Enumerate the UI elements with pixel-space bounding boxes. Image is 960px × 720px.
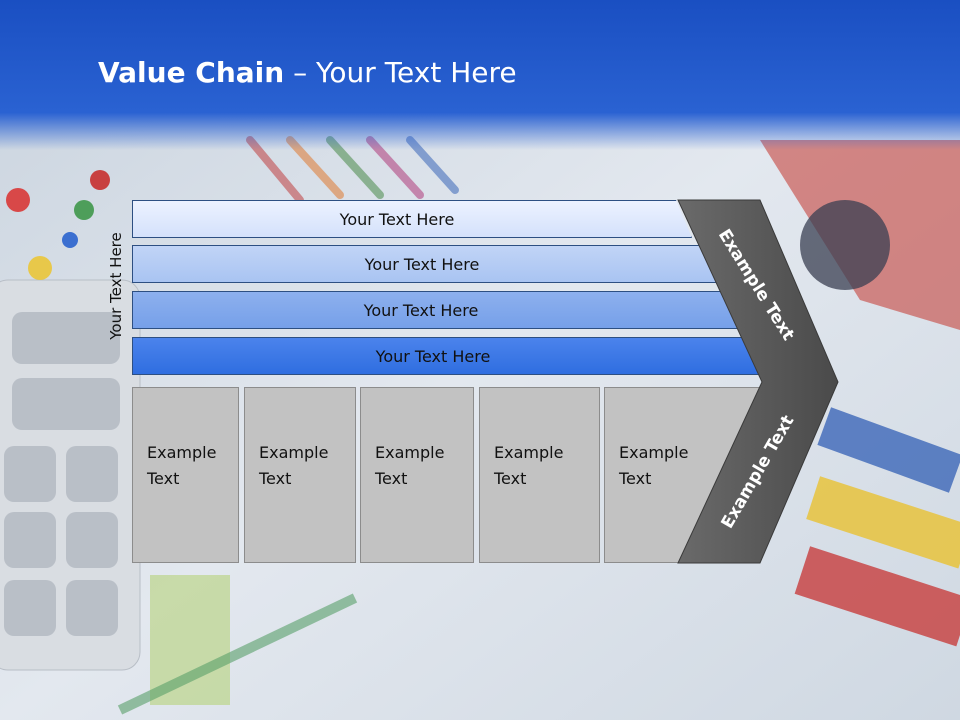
band-3-label: Your Text Here xyxy=(363,300,479,320)
slide-header: Value Chain – Your Text Here xyxy=(0,0,960,130)
band-4-label: Your Text Here xyxy=(375,346,491,366)
process-box-2: Example Text xyxy=(244,387,356,563)
band-1: Your Text Here xyxy=(132,200,692,238)
box-2-line1: Example xyxy=(259,443,329,462)
band-1-label: Your Text Here xyxy=(339,209,455,229)
band-3: Your Text Here xyxy=(132,291,740,329)
band-2: Your Text Here xyxy=(132,245,742,283)
box-2-line2: Text xyxy=(259,469,292,488)
box-5-line1: Example xyxy=(619,443,689,462)
box-5-line2: Text xyxy=(619,469,652,488)
box-1-line1: Example xyxy=(147,443,217,462)
box-3-line2: Text xyxy=(375,469,408,488)
slide-title: Value Chain – Your Text Here xyxy=(98,56,517,89)
side-label: Your Text Here xyxy=(107,232,125,340)
band-4: Your Text Here xyxy=(132,337,764,375)
box-4-line2: Text xyxy=(494,469,527,488)
process-box-1: Example Text xyxy=(132,387,239,563)
band-2-label: Your Text Here xyxy=(364,254,480,274)
box-4-line1: Example xyxy=(494,443,564,462)
box-3-line1: Example xyxy=(375,443,445,462)
process-box-3: Example Text xyxy=(360,387,474,563)
process-box-4: Example Text xyxy=(479,387,600,563)
title-rest: – Your Text Here xyxy=(284,56,517,89)
title-bold: Value Chain xyxy=(98,56,285,89)
box-1-line2: Text xyxy=(147,469,180,488)
